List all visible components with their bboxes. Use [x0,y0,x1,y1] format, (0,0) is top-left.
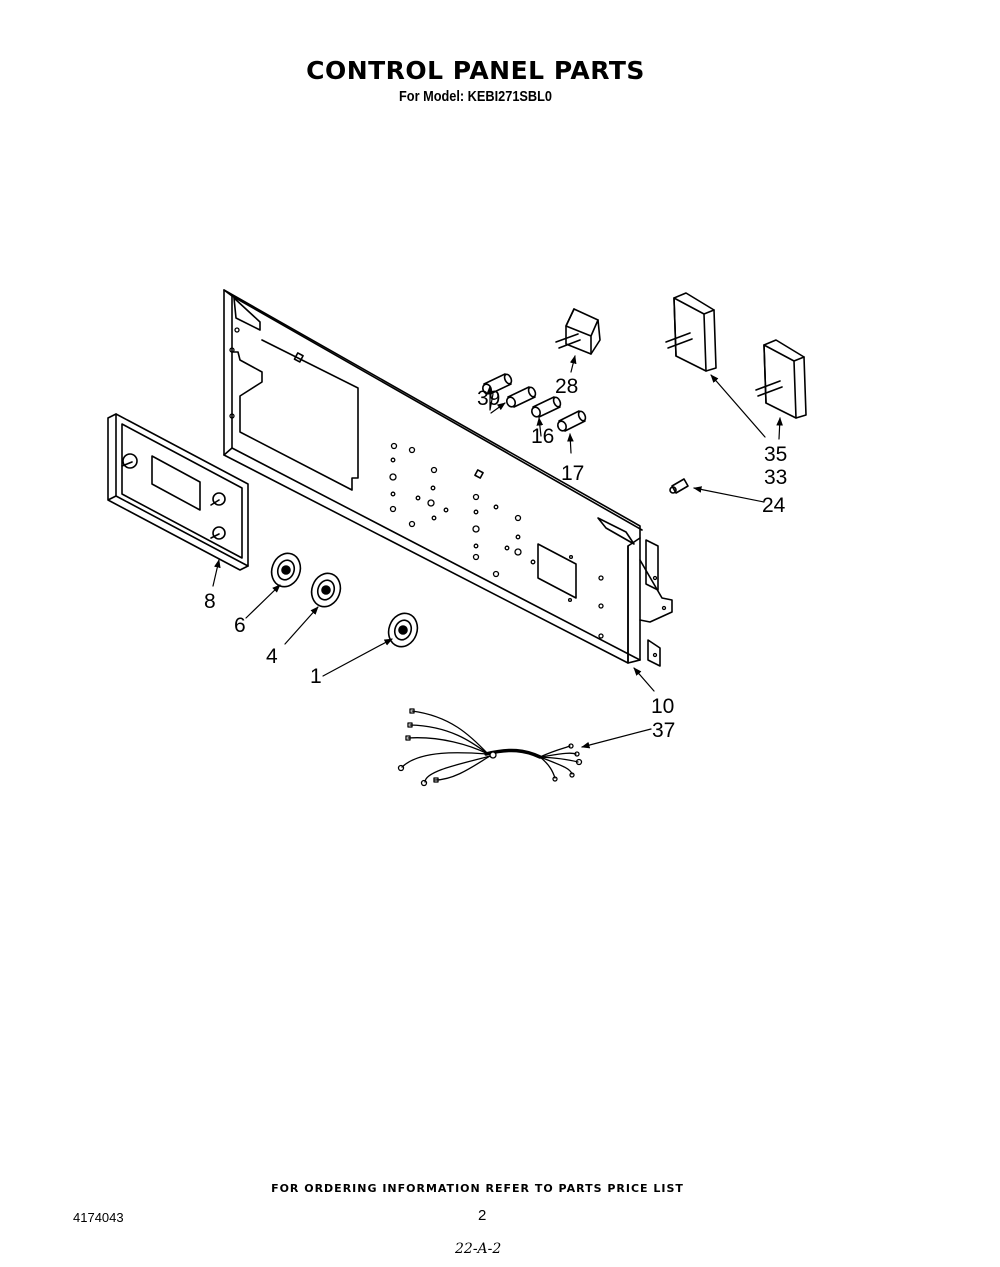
callout-33: 33 [764,466,787,489]
callout-35: 35 [764,443,787,466]
switch-part-28 [555,308,601,355]
callout-28: 28 [555,375,578,398]
page-number: 2 [478,1207,487,1224]
callout-6: 6 [234,614,246,637]
callout-39: 39 [477,387,500,410]
callout-arrows [212,355,783,749]
switch-part-35 [755,339,807,419]
callout-1: 1 [310,665,322,688]
control-panel-part-10 [223,289,673,667]
knob-part-4 [310,572,342,608]
clock-panel-part-8 [107,413,249,571]
callout-24: 24 [762,494,786,517]
knob-part-1 [387,612,419,648]
callout-4: 4 [266,645,278,668]
callout-37: 37 [652,719,675,742]
callout-labels: 8 6 4 1 39 16 17 28 35 33 24 10 37 [204,375,787,742]
indicator-light-part-24 [669,478,689,494]
model-subtitle: For Model: KEBI271SBL0 [398,88,553,105]
callout-8: 8 [204,590,216,613]
callout-16: 16 [531,425,554,448]
ordering-note: FOR ORDERING INFORMATION REFER TO PARTS … [271,1182,684,1195]
wire-harness-part-37 [397,708,583,787]
callout-10: 10 [651,695,674,718]
document-number: 4174043 [73,1210,124,1225]
knob-part-6 [270,552,302,588]
switch-part-33 [665,292,717,372]
handwritten-code: 22-A-2 [455,1241,502,1257]
page-title: CONTROL PANEL PARTS [306,56,645,85]
callout-17: 17 [561,462,584,485]
